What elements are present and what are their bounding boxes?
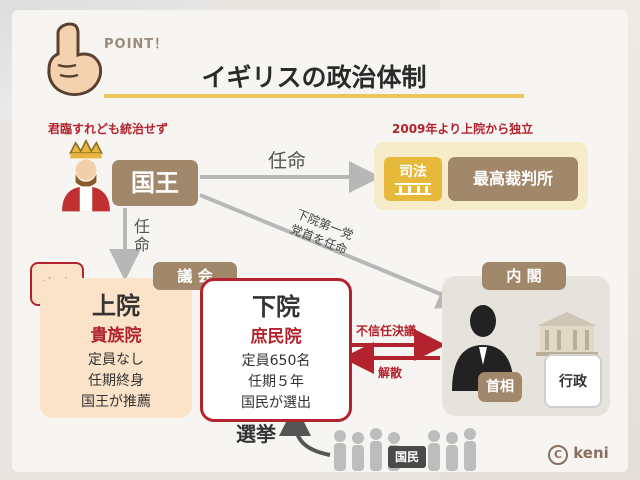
supreme-court-box: 最高裁判所 [448,157,578,201]
king-icon [62,138,110,212]
executive-label: 行政 [559,374,587,390]
upper-house-title: 上院 [92,292,140,320]
people-badge: 国民 [388,446,426,468]
lower-house-details: 定員650名 任期５年 国民が選出 [203,351,349,414]
court-note: 2009年より上院から独立 [392,122,534,136]
upper-house-line: 定員なし [88,352,144,368]
lower-house-title: 下院 [252,293,300,321]
king-note: 君臨すれども統治せず [48,122,169,136]
upper-house-line: 国王が推薦 [81,394,151,410]
arrow-election [279,404,331,457]
cabinet-tag: 内 閣 [482,262,566,290]
copyright-mark: C keni [548,444,609,465]
king-box: 国王 [112,160,198,206]
lower-house-line: 国民が選出 [241,395,311,411]
upper-house-subtitle: 貴族院 [90,326,142,346]
cabinet-label: 内 閣 [506,267,542,285]
upper-house-details: 定員なし 任期終身 国王が推薦 [40,350,192,413]
government-building-icon [536,312,598,356]
no-confidence-label: 不信任決議 [356,324,417,338]
copyright-label: keni [573,444,609,462]
lower-house-line: 定員650名 [241,353,311,369]
executive-badge: 行政 [544,354,602,408]
title-underline [104,54,524,98]
point-label: POINT！ [104,37,169,52]
prime-minister-label: 首相 [486,379,514,395]
appoint-label-top: 任命 [268,150,307,172]
copyright-icon: C [548,445,568,465]
lower-house-box: 下院 庶民院 定員650名 任期５年 国民が選出 [200,278,352,422]
court-building-icon [395,183,431,195]
election-label: 選挙 [236,422,276,446]
dissolution-label: 解散 [378,366,403,380]
king-label: 国王 [131,169,179,197]
pointing-hand-icon [47,22,103,97]
lower-house-subtitle: 庶民院 [250,327,302,347]
page-title: イギリスの政治体制 [201,63,427,92]
supreme-court-label: 最高裁判所 [472,169,553,188]
judiciary-label: 司法 [399,164,427,180]
upper-house-box: 上院 貴族院 定員なし 任期終身 国王が推薦 [40,278,192,418]
judiciary-badge: 司法 [384,157,442,201]
prime-minister-badge: 首相 [478,372,522,402]
arrow-king-to-cabinet [199,193,470,309]
appoint-label-left: 任命 [134,217,151,254]
upper-house-line: 任期終身 [88,373,144,389]
lower-house-line: 任期５年 [248,374,304,390]
parliament-tag: 議 会 [153,262,237,290]
people-label: 国民 [394,450,419,464]
